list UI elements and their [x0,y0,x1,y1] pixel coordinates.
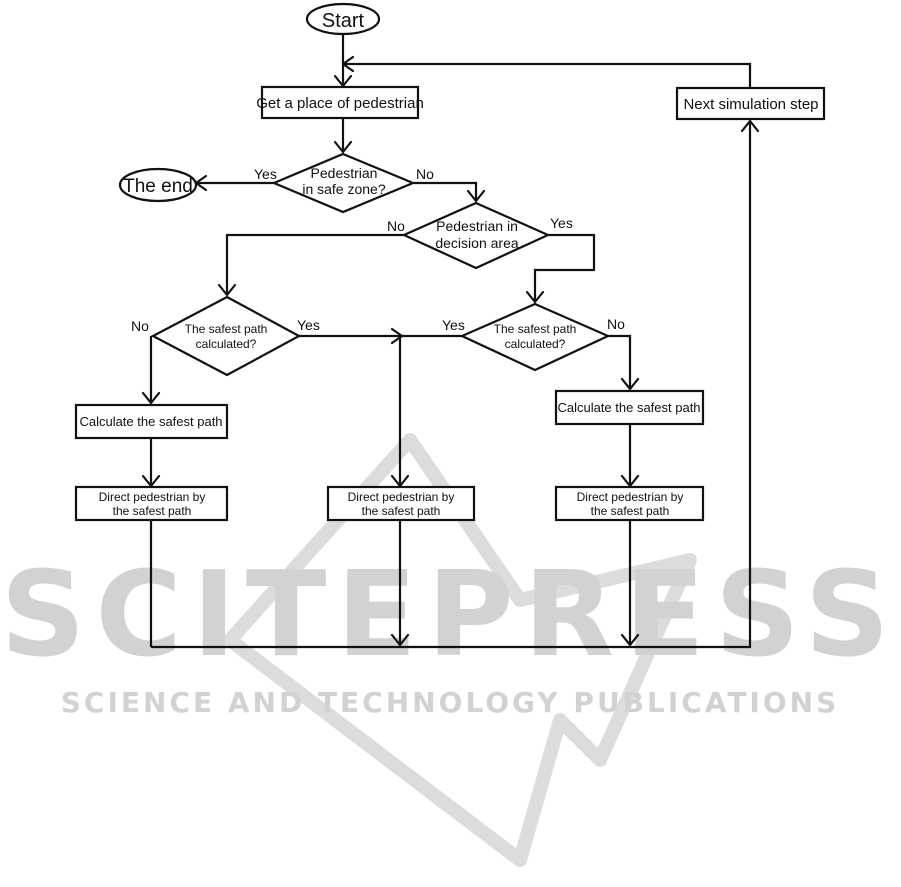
edge-right-no [608,334,632,389]
calc-left-box [74,403,229,440]
path-calc-right-line1: The safest path [494,322,577,336]
direct-right-box [554,485,705,522]
arrowhead [466,189,486,203]
arrowhead [333,140,353,154]
safe-zone-diamond [271,152,416,214]
start-label: Start [322,10,365,32]
node-decision-area: Pedestrian in decision area [401,201,551,270]
arrowhead [620,377,640,391]
label-right-yes: Yes [442,317,465,333]
arrowhead [217,283,237,297]
node-calc-left: Calculate the safest path [74,403,229,440]
node-the-end: The end [118,167,198,203]
node-next-step: Next simulation step [675,86,826,121]
arrowhead [620,633,640,647]
direct-right-line1: Direct pedestrian by [577,490,684,504]
label-right-no: No [607,316,625,332]
edge-decision-no [225,233,404,295]
watermark-subtitle: SCIENCE AND TECHNOLOGY PUBLICATIONS [61,686,840,719]
node-direct-right: Direct pedestrian by the safest path [554,485,705,522]
node-start: Start [305,2,381,36]
label-decision-yes: Yes [550,215,573,231]
decision-area-line1: Pedestrian in [436,218,518,234]
the-end-terminal [118,167,198,203]
decision-area-line2: decision area [435,235,518,251]
direct-left-line1: Direct pedestrian by [99,490,206,504]
connectors [141,35,760,649]
watermark-logo [223,433,697,867]
node-calc-right: Calculate the safest path [554,389,705,426]
decision-area-diamond [401,201,551,270]
arrowhead [341,55,355,73]
start-terminal [305,2,381,36]
get-place-label: Get a place of pedestrian [256,95,424,112]
direct-mid-box [326,485,476,522]
direct-mid-line1: Direct pedestrian by [348,490,455,504]
calc-left-label: Calculate the safest path [79,414,222,429]
node-get-place: Get a place of pedestrian [256,85,424,120]
edge-labels: Yes No No Yes No Yes Yes No [131,166,625,334]
path-calc-left-line2: calculated? [196,337,257,351]
node-direct-left: Direct pedestrian by the safest path [74,485,229,522]
label-decision-no: No [387,218,405,234]
label-safe-yes: Yes [254,166,277,182]
safe-zone-line1: Pedestrian [311,165,378,181]
calc-right-label: Calculate the safest path [557,400,700,415]
direct-right-line2: the safest path [591,504,670,518]
arrowhead [525,290,545,304]
arrowhead [390,633,410,647]
direct-left-line2: the safest path [113,504,192,518]
next-step-box [675,86,826,121]
node-direct-mid: Direct pedestrian by the safest path [326,485,476,522]
edge-decision-yes [533,233,596,302]
node-path-calc-right: The safest path calculated? [459,302,611,372]
edge-bus-to-next-step [151,121,752,649]
get-place-box [260,85,420,120]
safe-zone-line2: in safe zone? [302,181,385,197]
path-calc-right-line2: calculated? [505,337,566,351]
direct-left-box [74,485,229,522]
arrowhead [141,391,161,405]
direct-mid-line2: the safest path [362,504,441,518]
the-end-label: The end [123,176,193,197]
path-calc-left-diamond [150,295,302,377]
label-left-yes: Yes [297,317,320,333]
edge-loop-back [343,62,752,88]
node-path-calc-left: The safest path calculated? [150,295,302,377]
label-left-no: No [131,318,149,334]
arrowhead [740,119,760,133]
watermark-title: SCITEPRESS [0,545,899,683]
path-calc-right-diamond [459,302,611,372]
path-calc-left-line1: The safest path [185,322,268,336]
edge-safe-no [414,181,478,201]
node-safe-zone: Pedestrian in safe zone? [271,152,416,214]
label-safe-no: No [416,166,434,182]
next-step-label: Next simulation step [683,96,818,113]
calc-right-box [554,389,705,426]
watermark: SCITEPRESS SCIENCE AND TECHNOLOGY PUBLIC… [0,433,899,867]
